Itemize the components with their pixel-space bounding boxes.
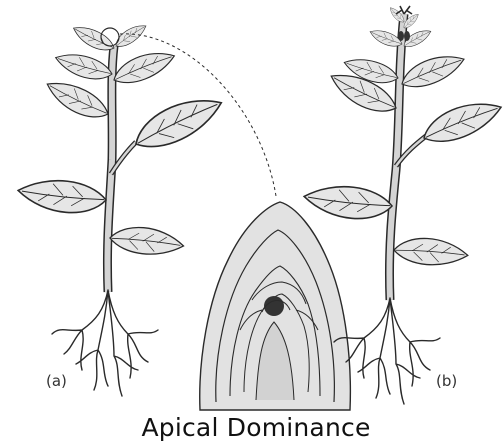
meristem-dome bbox=[264, 296, 284, 316]
apical-bud-section bbox=[200, 202, 351, 410]
panel-a-label: (a) bbox=[46, 372, 67, 390]
panel-b-label: (b) bbox=[436, 372, 457, 390]
plant-a-leaves bbox=[16, 20, 229, 260]
figure-caption: Apical Dominance bbox=[0, 413, 504, 443]
plant-a-roots bbox=[52, 290, 158, 396]
plant-a: (a) bbox=[16, 20, 229, 396]
